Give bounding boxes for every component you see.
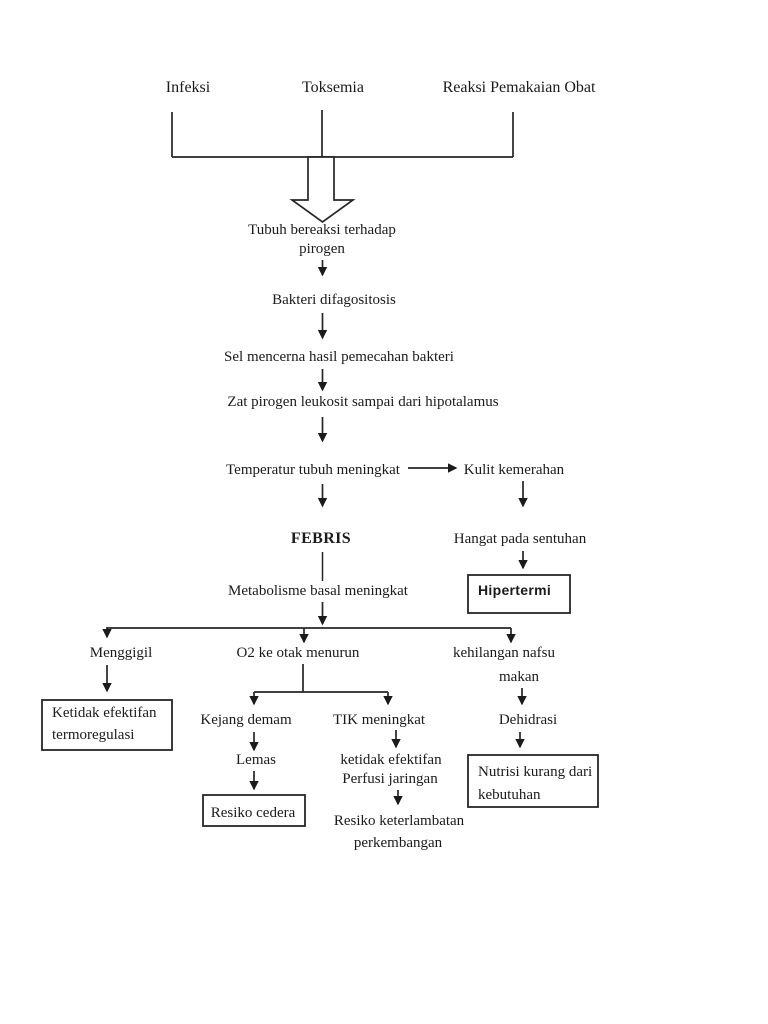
node-kulit-kemerahan: Kulit kemerahan bbox=[464, 462, 565, 478]
node-termoregulasi-line2: termoregulasi bbox=[52, 727, 134, 743]
node-keterlambatan-line1: Resiko keterlambatan bbox=[334, 813, 465, 829]
node-temperatur-tubuh: Temperatur tubuh meningkat bbox=[226, 462, 401, 478]
box-nutrisi-kurang bbox=[467, 754, 599, 808]
node-infeksi: Infeksi bbox=[166, 79, 211, 96]
node-metabolisme-basal: Metabolisme basal meningkat bbox=[228, 583, 409, 599]
node-febris: FEBRIS bbox=[291, 530, 351, 547]
node-kehilangan-line1: kehilangan nafsu bbox=[453, 645, 556, 661]
box-ketidak-efektifan-termoregulasi bbox=[41, 699, 173, 751]
node-keterlambatan-line2: perkembangan bbox=[354, 835, 443, 851]
node-kejang-demam: Kejang demam bbox=[200, 712, 292, 728]
node-kehilangan-line2: makan bbox=[499, 669, 539, 685]
node-toksemia: Toksemia bbox=[302, 79, 364, 96]
node-lemas: Lemas bbox=[236, 752, 276, 768]
node-zat-pirogen: Zat pirogen leukosit sampai dari hipotal… bbox=[227, 394, 498, 410]
node-tubuh-bereaksi-line2: pirogen bbox=[299, 241, 345, 257]
block-arrow-down-icon bbox=[289, 156, 356, 224]
node-dehidrasi: Dehidrasi bbox=[499, 712, 557, 728]
node-hipertermi: Hipertermi bbox=[478, 582, 551, 598]
node-o2-ke-otak: O2 ke otak menurun bbox=[237, 645, 360, 661]
node-nutrisi-line2: kebutuhan bbox=[478, 787, 541, 803]
node-tik-meningkat: TIK meningkat bbox=[333, 712, 426, 728]
node-hangat-pada-sentuhan: Hangat pada sentuhan bbox=[454, 531, 587, 547]
node-tubuh-bereaksi-line1: Tubuh bereaksi terhadap bbox=[248, 222, 396, 238]
box-hipertermi bbox=[467, 574, 571, 614]
node-perfusi-line1: ketidak efektifan bbox=[340, 752, 442, 768]
node-nutrisi-line1: Nutrisi kurang dari bbox=[478, 764, 592, 780]
node-termoregulasi-line1: Ketidak efektifan bbox=[52, 705, 157, 721]
node-bakteri-difagositosis: Bakteri difagositosis bbox=[272, 292, 396, 308]
node-sel-mencerna: Sel mencerna hasil pemecahan bakteri bbox=[224, 349, 454, 365]
node-menggigil: Menggigil bbox=[90, 645, 153, 661]
box-resiko-cedera bbox=[202, 794, 306, 827]
node-resiko-cedera: Resiko cedera bbox=[211, 805, 296, 821]
node-perfusi-line2: Perfusi jaringan bbox=[342, 771, 438, 787]
node-reaksi-pemakaian-obat: Reaksi Pemakaian Obat bbox=[443, 79, 596, 96]
